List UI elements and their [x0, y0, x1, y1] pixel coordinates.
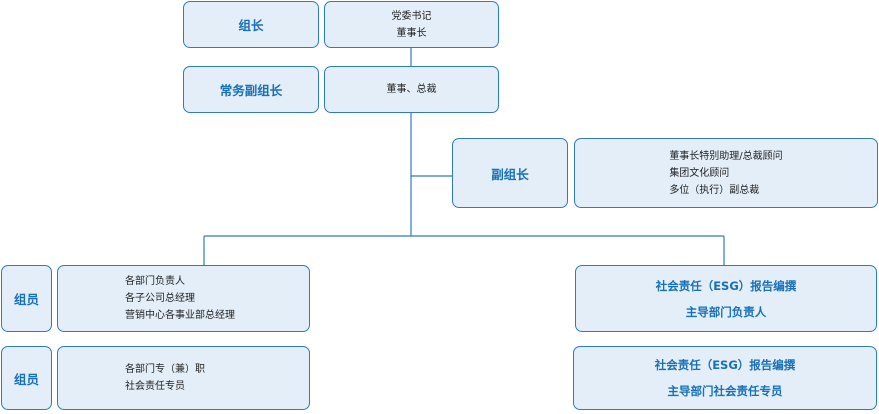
- member-1-role: 组员: [13, 292, 39, 307]
- esg-specialist-line: 主导部门社会责任专员: [667, 384, 783, 398]
- esg-lead-line: 主导部门负责人: [685, 304, 767, 319]
- leader-role: 组长: [238, 18, 264, 33]
- leader-desc-line: 党委书记: [391, 10, 432, 22]
- esg-specialist-line: 社会责任（ESG）报告编撰: [654, 358, 796, 372]
- esg-specialist-box: 社会责任（ESG）报告编撰 主导部门社会责任专员: [573, 346, 877, 410]
- executive-role-box: 常务副组长: [183, 66, 319, 113]
- deputy-desc-line: 多位（执行）副总裁: [669, 184, 760, 196]
- leader-desc: 党委书记 董事长: [392, 8, 432, 42]
- deputy-desc: 董事长特别助理/总裁顾问 集团文化顾问 多位（执行）副总裁: [669, 148, 782, 199]
- member-1-desc-line: 营销中心各事业部总经理: [125, 310, 235, 321]
- member-2-desc-line: 社会责任专员: [125, 381, 185, 392]
- member-1-desc-box: 各部门负责人 各子公司总经理 营销中心各事业部总经理: [57, 265, 310, 332]
- deputy-role-box: 副组长: [452, 138, 568, 208]
- deputy-desc-line: 集团文化顾问: [669, 167, 730, 179]
- executive-desc: 董事、总裁: [387, 81, 437, 98]
- member-2-desc-box: 各部门专（兼）职 社会责任专员: [57, 346, 310, 410]
- esg-specialist-text: 社会责任（ESG）报告编撰 主导部门社会责任专员: [655, 352, 796, 404]
- member-1-role-box: 组员: [1, 265, 52, 332]
- esg-lead-text: 社会责任（ESG）报告编撰 主导部门负责人: [656, 273, 797, 325]
- leader-desc-line: 董事长: [396, 27, 427, 39]
- member-2-role-box: 组员: [1, 346, 52, 410]
- executive-role: 常务副组长: [219, 83, 283, 98]
- esg-lead-box: 社会责任（ESG）报告编撰 主导部门负责人: [575, 265, 877, 332]
- member-1-desc-line: 各部门负责人: [125, 276, 185, 287]
- leader-role-box: 组长: [183, 1, 319, 48]
- member-2-role: 组员: [13, 371, 39, 387]
- executive-desc-box: 董事、总裁: [324, 66, 499, 113]
- member-1-desc-line: 各子公司总经理: [125, 293, 195, 304]
- member-1-desc: 各部门负责人 各子公司总经理 营销中心各事业部总经理: [125, 273, 235, 324]
- executive-desc-line: 董事、总裁: [386, 84, 437, 95]
- esg-lead-line: 社会责任（ESG）报告编撰: [655, 278, 797, 293]
- deputy-desc-line: 董事长特别助理/总裁顾问: [669, 150, 783, 162]
- deputy-desc-box: 董事长特别助理/总裁顾问 集团文化顾问 多位（执行）副总裁: [574, 138, 878, 208]
- member-2-desc: 各部门专（兼）职 社会责任专员: [125, 361, 205, 395]
- deputy-role: 副组长: [491, 166, 529, 182]
- member-2-desc-line: 各部门专（兼）职: [125, 364, 205, 375]
- leader-desc-box: 党委书记 董事长: [324, 1, 499, 48]
